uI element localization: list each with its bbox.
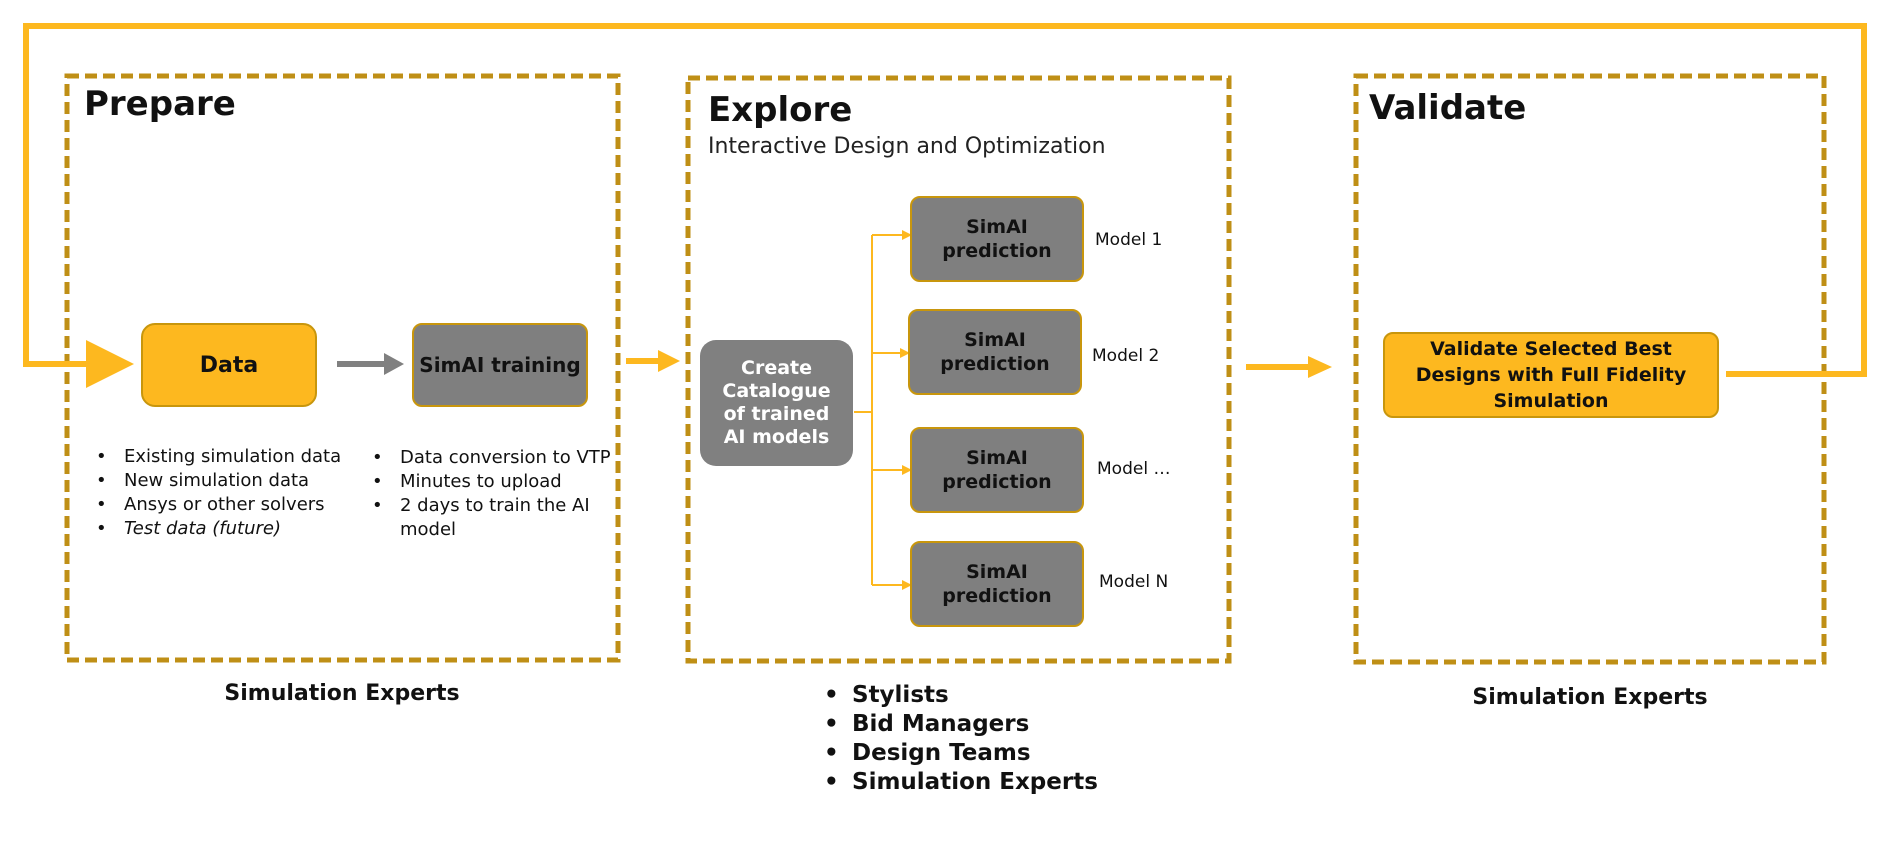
- list-item: Minutes to upload: [372, 470, 630, 494]
- validate-footer: Simulation Experts: [1472, 685, 1708, 710]
- simai-prediction-box: SimAI prediction: [910, 196, 1084, 282]
- explore-users-list: Stylists Bid Managers Design Teams Simul…: [822, 681, 1172, 797]
- explore-subtitle: Interactive Design and Optimization: [708, 134, 1106, 159]
- model-label: Model N: [1099, 572, 1169, 592]
- list-item: Ansys or other solvers: [96, 493, 354, 517]
- prepare-to-explore-arrowhead: [658, 350, 680, 372]
- list-item: Existing simulation data: [96, 445, 354, 469]
- catalogue-box: Create Catalogue of trained AI models: [700, 340, 853, 466]
- prepare-title: Prepare: [84, 84, 236, 124]
- list-item: Test data (future): [96, 517, 354, 541]
- validate-title: Validate: [1369, 88, 1527, 128]
- list-item: 2 days to train the AI model: [372, 494, 630, 542]
- model-label: Model …: [1097, 459, 1171, 479]
- data-box: Data: [141, 323, 317, 407]
- list-item: Simulation Experts: [824, 768, 1172, 797]
- list-item: New simulation data: [96, 469, 354, 493]
- explore-frame: [685, 75, 1232, 664]
- validate-box: Validate Selected Best Designs with Full…: [1383, 332, 1719, 418]
- validate-frame: [1353, 73, 1827, 665]
- data-to-training-arrowhead: [384, 353, 404, 375]
- simai-training-box: SimAI training: [412, 323, 588, 407]
- training-bullet-list: Data conversion to VTP Minutes to upload…: [370, 446, 630, 542]
- explore-title: Explore: [708, 90, 853, 130]
- simai-prediction-box: SimAI prediction: [910, 541, 1084, 627]
- list-item: Design Teams: [824, 739, 1172, 768]
- data-bullet-list: Existing simulation data New simulation …: [94, 445, 354, 541]
- list-item: Stylists: [824, 681, 1172, 710]
- prepare-footer: Simulation Experts: [224, 681, 460, 706]
- model-label: Model 2: [1092, 346, 1160, 366]
- simai-prediction-box: SimAI prediction: [908, 309, 1082, 395]
- list-item: Bid Managers: [824, 710, 1172, 739]
- simai-prediction-box: SimAI prediction: [910, 427, 1084, 513]
- model-label: Model 1: [1095, 230, 1163, 250]
- explore-to-validate-arrowhead: [1308, 356, 1332, 378]
- list-item: Data conversion to VTP: [372, 446, 630, 470]
- prepare-frame: [64, 73, 621, 663]
- feedback-loop-line: [23, 23, 1867, 388]
